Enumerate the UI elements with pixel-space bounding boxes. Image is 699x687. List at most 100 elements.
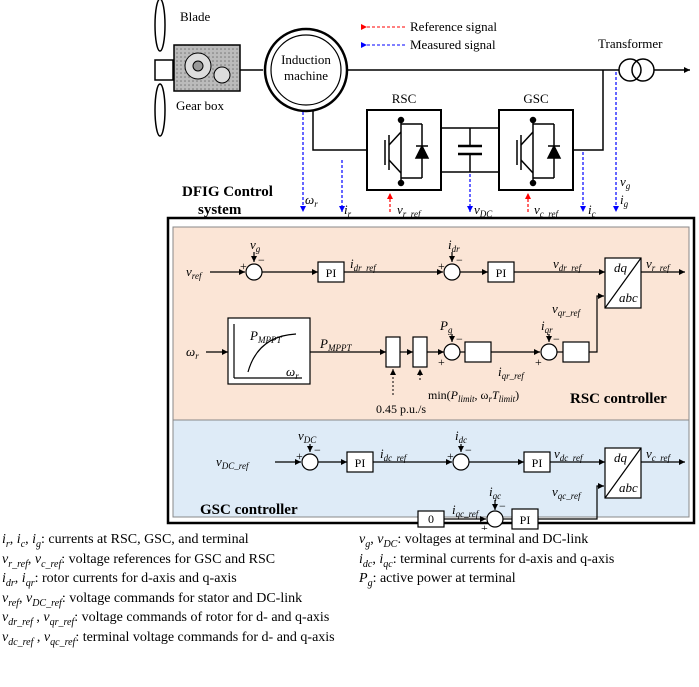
gsc-controller-panel — [172, 419, 690, 518]
legend-item: vg, vDC: voltages at terminal and DC-lin… — [359, 532, 589, 550]
svg-text:−: − — [553, 332, 560, 346]
svg-text:idr_ref: idr_ref — [350, 256, 377, 273]
svg-text:+: + — [240, 259, 247, 273]
svg-text:PMPPT: PMPPT — [319, 336, 352, 353]
legend-item: Pg: active power at terminal — [359, 571, 516, 589]
gsc-igbt-icon — [516, 116, 562, 187]
svg-text:iqc: iqc — [489, 484, 501, 501]
svg-text:iqr: iqr — [541, 318, 553, 335]
gsc-zero-block: 0 — [428, 512, 434, 526]
dfig-title-line1: DFIG Control — [182, 184, 273, 200]
svg-text:+: + — [535, 355, 542, 369]
gsc-label: GSC — [523, 91, 548, 106]
svg-text:vDC: vDC — [474, 202, 493, 219]
gsc-pi-2: PI — [532, 456, 543, 470]
rsc-label: RSC — [392, 91, 417, 106]
svg-text:0.45 p.u./s: 0.45 p.u./s — [376, 402, 426, 416]
svg-text:PMPPT: PMPPT — [249, 328, 282, 345]
induction-machine-icon — [263, 27, 349, 113]
legend-item: vdr_ref , vqr_ref: voltage commands of r… — [2, 610, 330, 628]
svg-text:min(Plimit, ωrTlimit): min(Plimit, ωrTlimit) — [428, 388, 519, 404]
rsc-abc-label: abc — [619, 290, 638, 305]
gsc-abc-label: abc — [619, 480, 638, 495]
svg-text:iqr_ref: iqr_ref — [498, 364, 525, 381]
svg-text:−: − — [258, 253, 265, 267]
rsc-signal-labels: vref vg idr_ref idr vdr_ref vr_ref vqr_r… — [186, 237, 671, 416]
svg-text:+: + — [438, 259, 445, 273]
legend-item: vdc_ref , vqc_ref: terminal voltage comm… — [2, 629, 335, 648]
svg-text:vdc_ref: vdc_ref — [554, 446, 584, 463]
svg-text:−: − — [314, 443, 321, 457]
transformer-icon — [618, 58, 655, 82]
svg-text:−: − — [456, 332, 463, 346]
svg-text:idr: idr — [448, 237, 460, 254]
rsc-limit-dashes — [390, 369, 423, 395]
dfig-diagram: Blade Gear box Induction machine Referen… — [154, 0, 696, 530]
summing-signs: +− +− +− +− +− +− +− — [240, 253, 560, 530]
blade-icon — [154, 0, 174, 137]
svg-text:idc_ref: idc_ref — [380, 446, 408, 463]
rsc-controller-label: RSC controller — [570, 391, 667, 407]
svg-text:+: + — [447, 449, 454, 463]
legend-item: vr_ref, vc_ref: voltage references for G… — [2, 551, 276, 570]
signal-arrows — [300, 72, 619, 212]
svg-text:ωr: ωr — [286, 364, 299, 381]
svg-text:ic: ic — [588, 202, 596, 219]
gearbox-label: Gear box — [176, 98, 225, 113]
svg-text:+: + — [296, 449, 303, 463]
svg-text:vr_ref: vr_ref — [646, 256, 671, 273]
dfig-title-line2: system — [198, 202, 242, 218]
rsc-pi-2: PI — [496, 266, 507, 280]
gearbox-icon — [173, 44, 241, 92]
signal-labels: ωr ir vr_ref vDC vc_ref ic vg ig — [305, 174, 631, 219]
svg-text:−: − — [499, 499, 506, 513]
transformer-label: Transformer — [598, 36, 663, 51]
svg-text:vdr_ref: vdr_ref — [553, 256, 582, 273]
svg-text:vDC: vDC — [298, 428, 317, 445]
svg-text:vref: vref — [186, 264, 203, 281]
svg-text:vr_ref: vr_ref — [397, 202, 422, 219]
svg-text:vg: vg — [250, 237, 261, 254]
svg-text:vg: vg — [620, 174, 631, 191]
svg-text:idc: idc — [455, 428, 467, 445]
svg-text:+: + — [481, 521, 488, 530]
gsc-controller-label: GSC controller — [200, 502, 298, 518]
legend-item: ir, ic, ig: currents at RSC, GSC, and te… — [2, 532, 249, 550]
legend-item: idr, iqr: rotor currents for d-axis and … — [2, 571, 237, 589]
legend-item: vref, vDC_ref: voltage commands for stat… — [2, 590, 303, 609]
svg-text:ωr: ωr — [186, 344, 199, 361]
reference-legend-text: Reference signal — [410, 19, 497, 34]
blade-label: Blade — [180, 9, 211, 24]
svg-text:vc_ref: vc_ref — [646, 446, 671, 463]
svg-text:ir: ir — [344, 202, 352, 219]
dc-capacitor-icon — [458, 128, 482, 172]
svg-text:vqc_ref: vqc_ref — [552, 484, 582, 501]
svg-text:vDC_ref: vDC_ref — [216, 454, 250, 471]
svg-text:ig: ig — [620, 192, 629, 209]
gsc-dq-label: dq — [614, 450, 628, 465]
svg-text:−: − — [465, 443, 472, 457]
svg-text:+: + — [438, 355, 445, 369]
svg-text:−: − — [456, 253, 463, 267]
gsc-row2 — [417, 483, 604, 530]
svg-text:ωr: ωr — [305, 192, 318, 209]
gsc-row1 — [275, 444, 685, 499]
gsc-pi-1: PI — [355, 456, 366, 470]
symbol-legend: ir, ic, ig: currents at RSC, GSC, and te… — [0, 530, 699, 687]
rsc-pi-1: PI — [326, 266, 337, 280]
rsc-dq-label: dq — [614, 260, 628, 275]
gsc-signal-labels: vDC vDC_ref idc idc_ref vdc_ref vc_ref i… — [216, 428, 671, 519]
svg-text:iqc_ref: iqc_ref — [452, 502, 480, 519]
machine-label: machine — [284, 68, 328, 83]
measured-legend-text: Measured signal — [410, 37, 496, 52]
induction-label: Induction — [281, 52, 331, 67]
svg-text:vc_ref: vc_ref — [534, 202, 559, 219]
rsc-row2 — [206, 293, 604, 385]
legend-item: idc, iqc: terminal currents for d-axis a… — [359, 551, 615, 570]
svg-text:Pg: Pg — [439, 318, 453, 335]
rsc-row1 — [210, 252, 685, 309]
rsc-igbt-icon — [384, 116, 430, 187]
gsc-pi-3: PI — [520, 513, 531, 527]
svg-text:vqr_ref: vqr_ref — [552, 301, 581, 318]
gsc-pi-blocks: PI PI PI 0 — [355, 456, 543, 527]
